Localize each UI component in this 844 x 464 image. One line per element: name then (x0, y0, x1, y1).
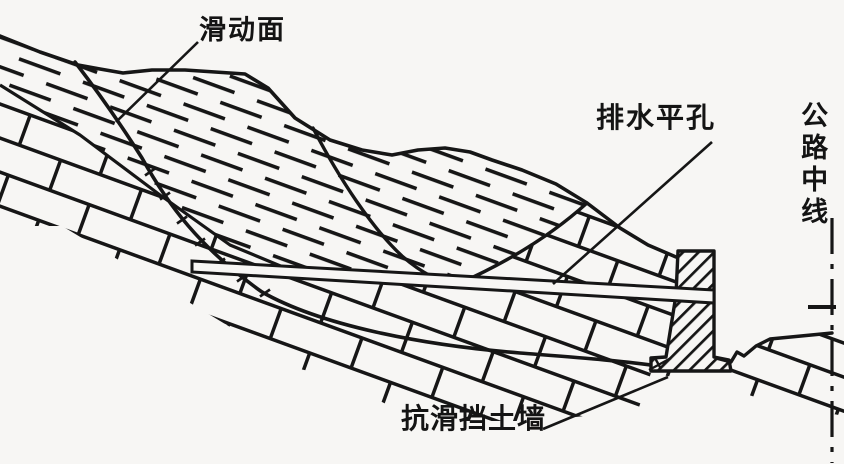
retaining-wall-label: 抗滑挡土墙 (401, 402, 547, 435)
road-centerline-label: 公路中线 (796, 101, 828, 229)
road-surface-line (714, 331, 834, 364)
drainage-hole-leader (552, 141, 713, 285)
sliding-surface-leader (115, 41, 199, 123)
bedrock-contact-line (0, 83, 296, 274)
drainage-hole-label: 排水平孔 (596, 101, 717, 134)
sliding-surface-ticks (144, 167, 271, 298)
drainage-pipe (190, 259, 716, 305)
sliding-surface-label: 滑动面 (199, 15, 286, 46)
sliding-surface-main-arc (73, 60, 660, 368)
retaining-wall (648, 249, 733, 373)
retaining-wall-leader (542, 375, 669, 431)
bedrock-region (0, 85, 844, 421)
ground-surface-line (0, 34, 678, 259)
landslide-mass-region (0, 36, 587, 284)
